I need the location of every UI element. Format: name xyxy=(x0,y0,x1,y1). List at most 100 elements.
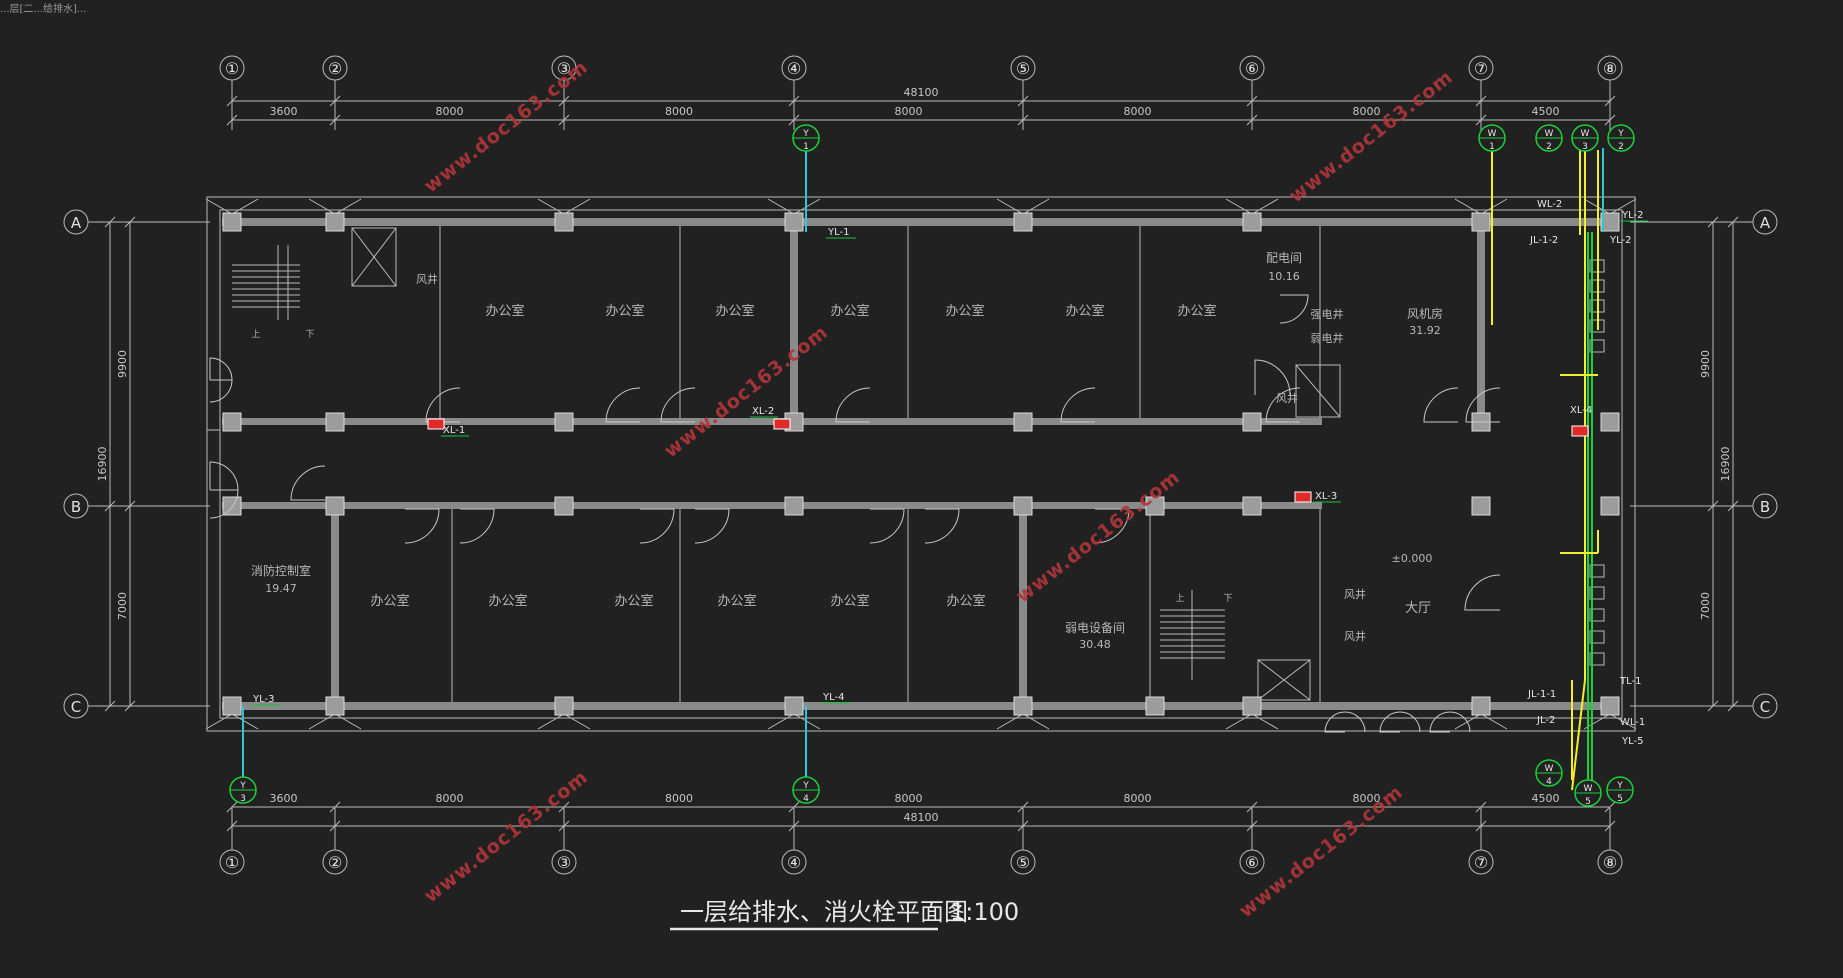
dim-tick xyxy=(1246,801,1258,813)
axis-label-col: ⑥ xyxy=(1245,59,1259,78)
dim-tick xyxy=(1707,500,1719,512)
dim-tick xyxy=(558,801,570,813)
pipe-tag-number: 3 xyxy=(240,794,246,804)
pipe-tag-letter: W xyxy=(1545,764,1554,774)
axis-label-col: ③ xyxy=(557,853,571,872)
pipe-label: TL-1 xyxy=(1619,676,1641,687)
pipe-label: XL-1 xyxy=(443,425,465,436)
pipe-label: JL-2 xyxy=(1536,715,1555,726)
dim-tick xyxy=(788,95,800,107)
toilet-fixture xyxy=(1589,630,1605,644)
door-swing xyxy=(1279,294,1309,324)
door-swing xyxy=(425,387,461,423)
structural-column xyxy=(554,696,574,716)
dim-tick xyxy=(329,95,341,107)
dim-tick xyxy=(329,801,341,813)
column-haunch xyxy=(537,713,591,730)
dim-tick xyxy=(1604,114,1616,126)
drawing-scale: 1:100 xyxy=(950,898,1019,926)
dim-tick xyxy=(226,801,238,813)
structural-column xyxy=(1600,696,1620,716)
structural-column xyxy=(1013,212,1033,232)
room-label-office: 办公室 xyxy=(485,303,524,319)
shaft-x xyxy=(351,227,397,287)
room-label-office: 办公室 xyxy=(715,303,754,319)
pipe-tag-letter: Y xyxy=(802,129,809,139)
room-label-office: 办公室 xyxy=(488,593,527,609)
structural-column xyxy=(1242,212,1262,232)
dim-tick xyxy=(558,95,570,107)
door-swing xyxy=(1324,711,1366,733)
door-swing xyxy=(1465,387,1501,423)
pipe-tag-letter: W xyxy=(1488,129,1497,139)
room-label-office: 办公室 xyxy=(605,303,644,319)
dim-tick xyxy=(329,820,341,832)
door-swing xyxy=(209,489,239,519)
column-haunch xyxy=(1454,198,1508,215)
pipe-tag-number: 1 xyxy=(1489,142,1495,152)
pipe-tag-number: 3 xyxy=(1582,142,1588,152)
structural-column xyxy=(1600,412,1620,432)
column-haunch xyxy=(1225,713,1279,730)
axis-label-col: ② xyxy=(328,853,342,872)
fire-hydrant xyxy=(1294,491,1312,503)
room-label-strong-shaft: 强电井 xyxy=(1311,307,1344,321)
axis-label-row: C xyxy=(71,698,81,716)
dim-value: 8000 xyxy=(895,792,923,805)
column-haunch xyxy=(205,198,259,215)
dim-tick xyxy=(1604,95,1616,107)
axis-label-col: ⑦ xyxy=(1474,853,1488,872)
wall-corridor-south xyxy=(222,502,1322,509)
dim-tick xyxy=(788,801,800,813)
dim-tick xyxy=(104,700,116,712)
door-swing xyxy=(1060,387,1096,423)
pipe-label: WL-2 xyxy=(1537,199,1562,210)
room-label-office: 办公室 xyxy=(1065,303,1104,319)
pipe-tag-letter: W xyxy=(1581,129,1590,139)
dim-value: 3600 xyxy=(270,105,298,118)
structural-column xyxy=(222,412,242,432)
dim-tick xyxy=(226,95,238,107)
pipe-label: JL-1-1 xyxy=(1527,689,1556,700)
dim-tick xyxy=(1727,700,1739,712)
structural-column xyxy=(1013,412,1033,432)
axis-label-row: A xyxy=(71,214,82,232)
dim-tick xyxy=(124,216,136,228)
dim-value: 8000 xyxy=(436,105,464,118)
pipe-tag-number: 5 xyxy=(1617,794,1623,804)
structural-column xyxy=(1471,496,1491,516)
door-swing xyxy=(694,508,730,544)
drawing-title: 一层给排水、消火栓平面图 xyxy=(680,898,968,926)
stair-up-label: 上 xyxy=(251,329,260,340)
dim-tick xyxy=(1475,114,1487,126)
dim-value: 3600 xyxy=(270,792,298,805)
axis-label-row: C xyxy=(1760,698,1770,716)
dim-tick xyxy=(1475,95,1487,107)
dim-value-total: 16900 xyxy=(96,447,109,482)
room-area-fan-room: 31.92 xyxy=(1409,324,1441,337)
door-swing xyxy=(209,461,239,491)
wall-corridor-north xyxy=(222,418,1322,425)
wall-col4 xyxy=(790,222,798,422)
shaft-x xyxy=(1257,659,1311,701)
pipe-label: XL-3 xyxy=(1315,491,1337,502)
axis-label-col: ④ xyxy=(787,59,801,78)
dim-value: 8000 xyxy=(1353,105,1381,118)
structural-column xyxy=(1242,496,1262,516)
dim-value-total: 16900 xyxy=(1719,447,1732,482)
door-swing xyxy=(1464,574,1501,611)
toilet-fixture xyxy=(1589,339,1605,353)
axis-label-col: ⑤ xyxy=(1016,853,1030,872)
room-label-hall: 大厅 xyxy=(1405,601,1431,616)
column-haunch xyxy=(767,713,821,730)
dim-tick xyxy=(558,820,570,832)
door-swing xyxy=(1423,387,1459,423)
dim-tick xyxy=(1475,820,1487,832)
fire-hydrant xyxy=(1571,425,1589,437)
dim-tick xyxy=(1246,114,1258,126)
dim-value: 7000 xyxy=(1699,592,1712,620)
structural-column xyxy=(554,412,574,432)
axis-label-col: ⑤ xyxy=(1016,59,1030,78)
column-haunch xyxy=(996,713,1050,730)
door-swing xyxy=(1379,711,1421,733)
